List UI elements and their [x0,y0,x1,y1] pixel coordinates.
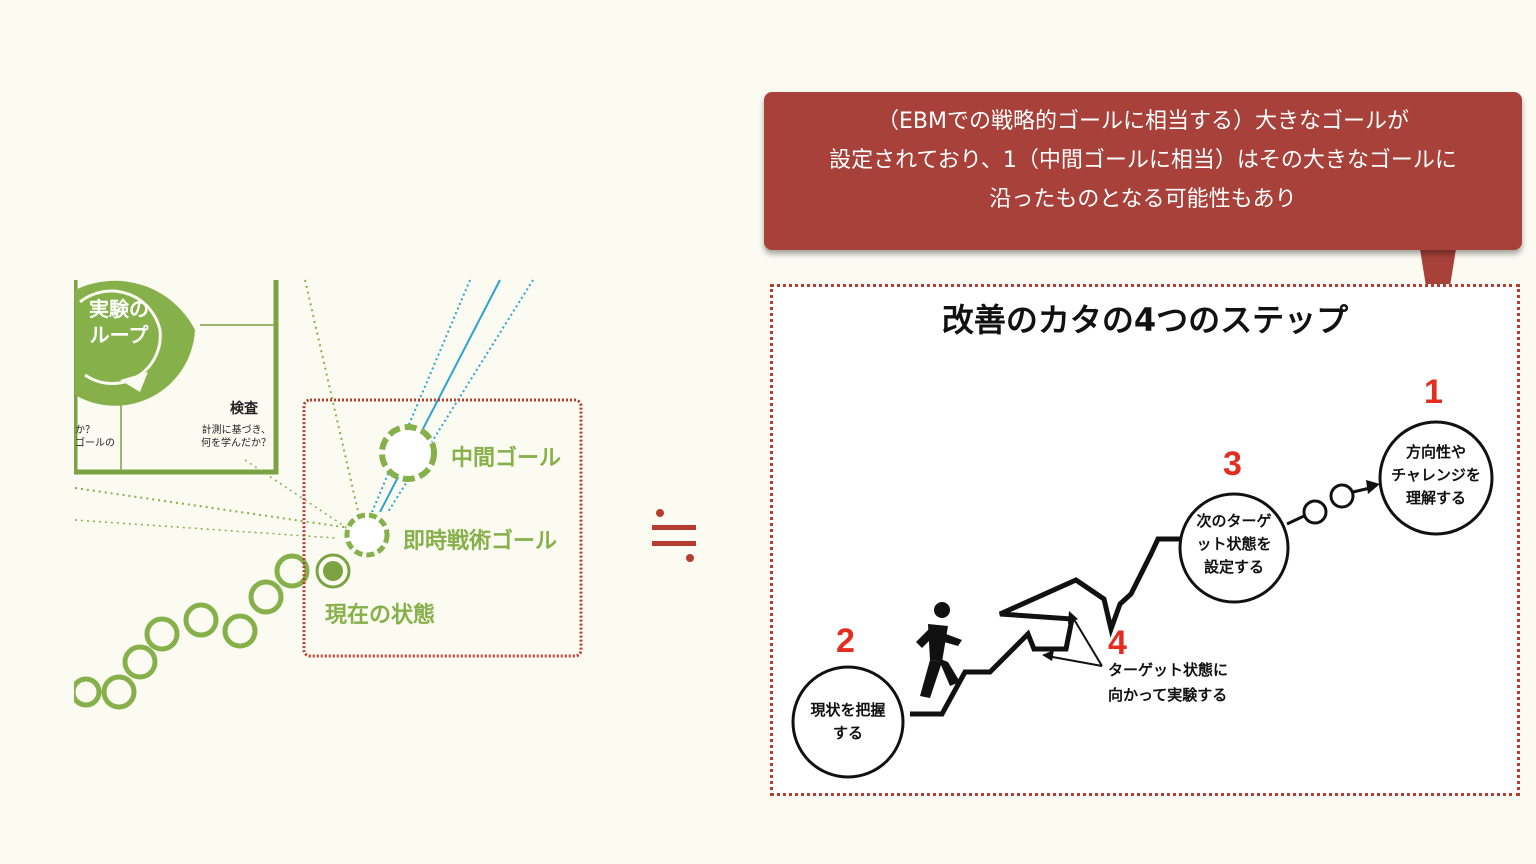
immediate-goal-label: 即時戦術ゴール [403,529,558,554]
intermediate-goal-label: 中間ゴール [451,446,562,471]
immediate-goal-marker [344,512,390,558]
steps-chain [70,553,310,710]
approx-equal-icon [652,509,696,562]
highlight-box [302,398,583,658]
callout-line-1: （EBMでの戦略的ゴールに相当する）大きなゴールが [877,109,1409,134]
inspect-text: 計測に基づき、 何を学んだか？ [201,425,271,449]
cut-text: か？ ゴールの [75,425,115,449]
step-2-text: 現状を把握 する [810,701,886,742]
current-state-marker [315,553,351,589]
intermediate-goal-marker [379,424,437,482]
step-1-circle [1378,420,1494,536]
step-4-text: ターゲット状態に 向かって実験する [1108,661,1229,704]
current-state-label: 現在の状態 [325,603,436,628]
step-3-circle [1178,492,1290,604]
inspect-title: 検査 [230,401,258,417]
step-2-number: 2 [836,622,855,660]
left-diagram [0,270,583,710]
step-3-text: 次のターゲ ット状態を 設定する [1196,512,1272,576]
callout-line-2: 設定されており、1（中間ゴールに相当）はその大きなゴールに [829,148,1457,173]
experiment-loop-icon [75,280,195,406]
step-1-text: 方向性や チャレンジを 理解する [1391,443,1481,507]
step-3-number: 3 [1223,445,1242,483]
runner-icon [916,602,962,698]
step-4-number: 4 [1108,624,1127,662]
step-2-circle [791,665,905,779]
callout-line-3: 沿ったものとなる可能性もあり [989,187,1297,212]
kata-title: 改善のカタの4つのステップ [941,301,1349,339]
loop-label: 実験の ループ [89,297,149,347]
kata-diagram [791,420,1494,779]
step-1-number: 1 [1424,373,1443,411]
stair-path [910,536,1184,717]
callout-box: （EBMでの戦略的ゴールに相当する）大きなゴールが 設定されており、1（中間ゴー… [764,92,1522,250]
